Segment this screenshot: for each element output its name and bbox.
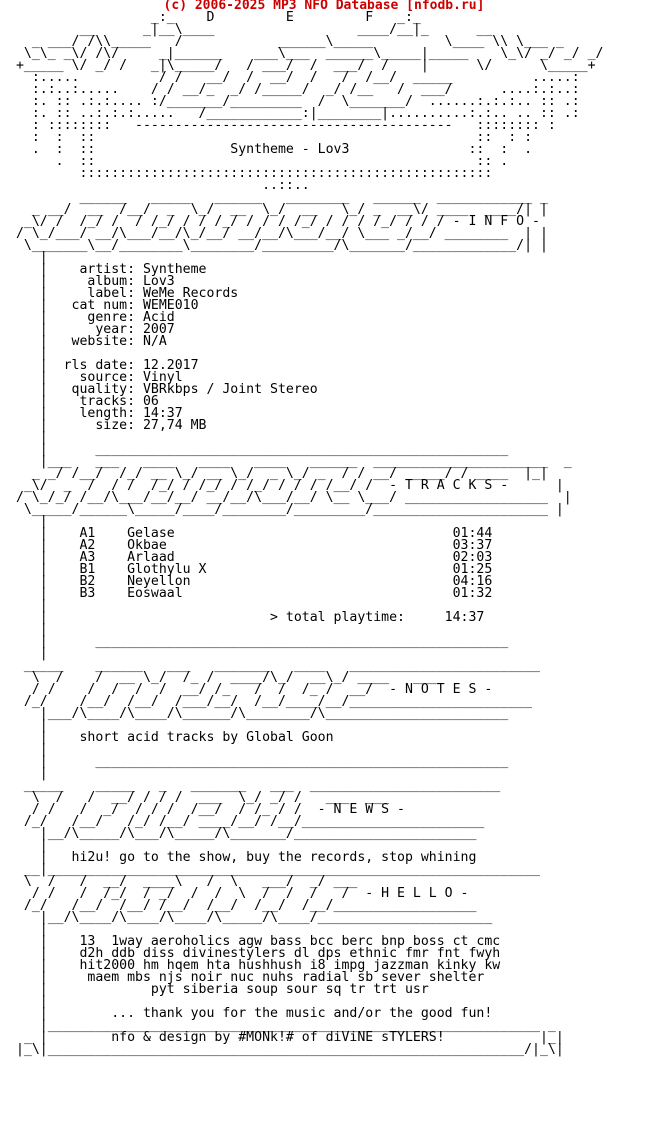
nfo-line: |_______________________________________… [8, 1018, 556, 1033]
nfo-line: . :: :: . [8, 154, 509, 169]
nfo-line: | ... thank you for the music and/or the… [8, 1006, 493, 1021]
nfo-line: | pyt siberia soup sour sq tr trt usr [8, 982, 429, 997]
site-credit-header: (c) 2006-2025 MP3 NFO Database [nfodb.ru… [163, 0, 485, 13]
nfo-line: | artist: Syntheme [8, 262, 207, 277]
nfo-line: /_/ /__/ /__/ /__/ /__/ /__/ /__/_______… [8, 898, 477, 913]
nfo-line: | [8, 718, 48, 733]
nfo-line: | hi2u! go to the show, buy the records,… [8, 850, 477, 865]
nfo-line: |___ ___ ____ ____ ____ ______ _________… [8, 454, 572, 469]
nfo-line: | [8, 766, 48, 781]
nfo-line: _\/ _ / / / /_/ / /_/ / /_/ / / / /__/ /… [8, 478, 564, 493]
nfo-line: / \_/___/ __/\___/__/\_/__/ __/__/\___/_… [8, 226, 548, 241]
nfo-line: | hit2000 hm hqem hta hushhush i8 impg j… [8, 958, 501, 973]
nfo-line: _____ ______ ___ _______ ____ __________… [8, 658, 540, 673]
nfo-line: / / / /_/ / _/ / / \ / / / / - H E L L O… [8, 886, 469, 901]
nfo-line: \_______\__/________\________/_________/… [8, 238, 548, 253]
nfo-line: | [8, 250, 48, 265]
nfo-line: __ _|__\____ ____/__|_ __ [8, 22, 493, 37]
nfo-line: | [8, 514, 48, 529]
nfo-line: _ _/ /__/ /_/ __ \_/ __ \_/ _ \_/ _ / / … [8, 466, 548, 481]
nfo-line: +_____ \/ _/ / _|\_____/ / ___/ / ___/ /… [8, 58, 596, 73]
nfo-line: / \_/_/ /__/\___/__/__/ __/__/\___/__/ \… [8, 490, 572, 505]
nfo-line: | album: Lov3 [8, 274, 175, 289]
nfo-line: | [8, 598, 48, 613]
nfo-line: ::::::::::::::::::::::::::::::::::::::::… [8, 166, 493, 181]
nfo-line: | [8, 346, 48, 361]
nfo-line: | year: 2007 [8, 322, 175, 337]
nfo-line: | [8, 994, 48, 1009]
nfo-line: | short acid tracks by Global Goon [8, 730, 334, 745]
nfo-line: | [8, 622, 48, 637]
nfo-line: /_/ /__/ /__/ /___/__/ /__/____/__/_____… [8, 694, 533, 709]
nfo-line: | length: 14:37 [8, 406, 183, 421]
nfo-line: \ / / __ \_/ /_ / ____/\_/ __\_/ ____ __… [8, 670, 437, 685]
nfo-text: _:_ D E F _:_ __ _|__\____ ____/__|_ __ … [8, 0, 604, 1128]
nfo-line: | tracks: 06 [8, 394, 159, 409]
nfo-line: _ __/ __ /__/ _ \_/ __ \_/ __ \_/ _ __\/… [8, 202, 548, 217]
nfo-line: | > total playtime: 14:37 [8, 610, 485, 625]
nfo-line: _ ___/ /\\_____ / ______\_____ \____ \\ … [8, 34, 564, 49]
nfo-line: :.:..:..... / / __/_ _/ /_____/ _/ /__ /… [8, 82, 580, 97]
nfo-line: : :::::::: -----------------------------… [8, 118, 556, 133]
nfo-line: | A1 Gelase 01:44 [8, 526, 493, 541]
nfo-line: __|_____________________________________… [8, 862, 540, 877]
nfo-line: \ / / __/ / / / ___ \_/ _/ / ___ ___ [8, 790, 390, 805]
nfo-line: | source: Vinyl [8, 370, 183, 385]
nfo-line: \ / / __/ ____\ / \ ___/ _/ ___ [8, 874, 358, 889]
nfo-line: | cat num: WEME010 [8, 298, 199, 313]
nfo-line: | ______________________________________… [8, 442, 509, 457]
nfo-line: . : :: Syntheme - Lov3 :: : . [8, 142, 533, 157]
nfo-line: | 13 1way aeroholics agw bass bcc berc b… [8, 934, 501, 949]
nfo-line: :..... / / __/ / __/ / / /__/ _____ ....… [8, 70, 580, 85]
nfo-line: ..::.. [8, 178, 310, 193]
nfo-line: / / / / / / __/ /_ / / /_ / __/ - N O T … [8, 682, 493, 697]
nfo-line: | B3 Eoswaal 01:32 [8, 586, 493, 601]
nfo-line: \_\_ _\/ /\/ _|______ ___\___ ______\___… [8, 46, 604, 61]
nfo-line: | genre: Acid [8, 310, 175, 325]
nfo-line: | [8, 922, 48, 937]
nfo-line: _:_ D E F _:_ [8, 10, 421, 25]
nfo-line: :. :: ..:.:.:..... /____________:|______… [8, 106, 580, 121]
nfo-line: | size: 27,74 MB [8, 418, 207, 433]
nfo-line: | B2 Neyellon 04:16 [8, 574, 493, 589]
nfo-line: | rls date: 12.2017 [8, 358, 199, 373]
nfo-line: :. :: .:.:.... :/_______/_________ / \__… [8, 94, 580, 109]
nfo-line: | [8, 838, 48, 853]
nfo-line: | B1 Glothylu X 01:25 [8, 562, 493, 577]
nfo-line: | A3 Arlaad 02:03 [8, 550, 493, 565]
nfo-line: : : :: :: : : [8, 130, 533, 145]
nfo-line: | [8, 646, 48, 661]
nfo-line: _____ _____ _ _______ ___ ______________… [8, 778, 501, 793]
nfo-line: | quality: VBRkbps / Joint Stereo [8, 382, 318, 397]
nfo-line: |___/\____/\____/\______/\________/\____… [8, 706, 509, 721]
nfo-line: / / / _/ / / / /__/ / /_ / / - N E W S - [8, 802, 405, 817]
nfo-line: |__/\_____/\___/\_____/\_______/________… [8, 826, 477, 841]
nfo-line: | [8, 430, 48, 445]
nfo-line: _\/ / /_/ / / /_/ / / /_/ / / / /_/ / / … [8, 214, 540, 229]
nfo-line: |__/\____/\____/\____/\_____/\____/_____… [8, 910, 493, 925]
nfo-line: |_\|____________________________________… [8, 1042, 564, 1057]
nfo-line: | maem mbs njs noir nuc nuhs radial sb s… [8, 970, 485, 985]
nfo-line: | ______________________________________… [8, 634, 509, 649]
nfo-line: | [8, 742, 48, 757]
nfo-line: | d2h ddb diss divinestylers dl dps ethn… [8, 946, 501, 961]
nfo-line: | website: N/A [8, 334, 167, 349]
nfo-line: /_/ /__/ /_/ /__/ ____/__/ /__/_________… [8, 814, 485, 829]
nfo-line: | label: WeMe Records [8, 286, 239, 301]
nfo-line: ______ _____ ______ ________ ______ ____… [8, 190, 548, 205]
nfo-line: | A2 Okbae 03:37 [8, 538, 493, 553]
nfo-line: _ | nfo & design by #MONk!# of diViNE sT… [8, 1030, 564, 1045]
nfo-line: | ______________________________________… [8, 754, 509, 769]
nfo-line: \_____/______\_____/____/________/______… [8, 502, 564, 517]
